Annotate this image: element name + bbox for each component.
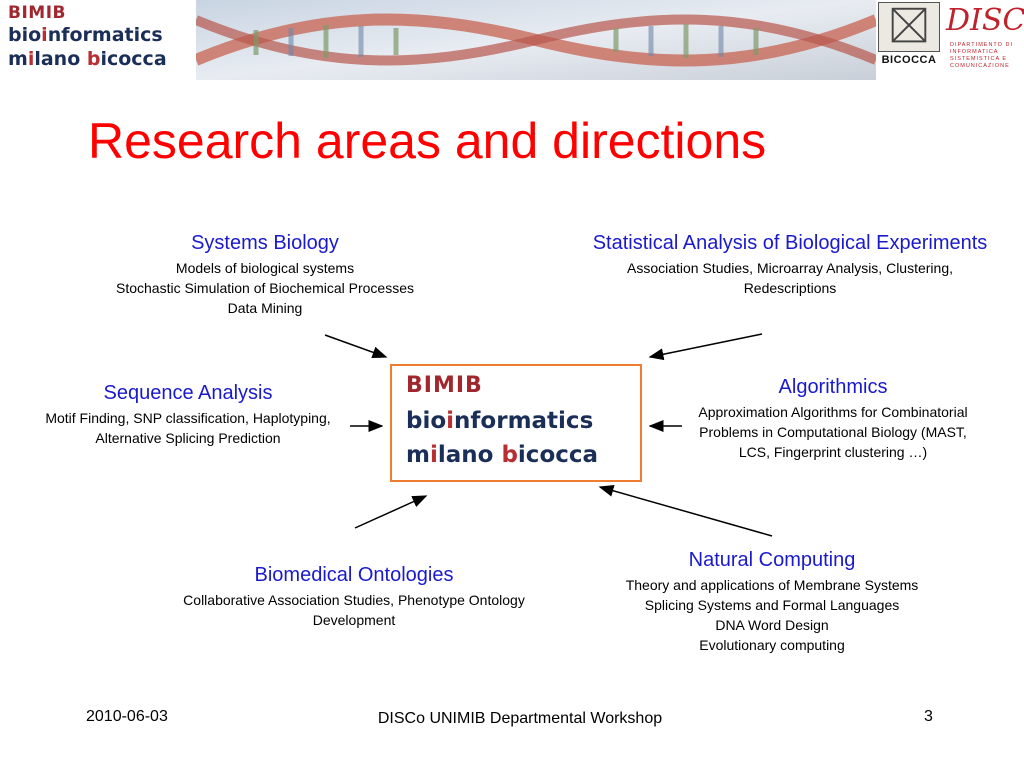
area-line: Theory and applications of Membrane Syst… <box>625 577 919 593</box>
area-heading: Statistical Analysis of Biological Exper… <box>592 232 988 254</box>
disco-logo: DISCo DIPARTIMENTO DI INFORMATICA SISTEM… <box>944 3 1024 78</box>
logo-line-bioinformatics: bioinformatics <box>8 24 163 46</box>
arrow-statistical-analysis <box>648 333 763 361</box>
area-heading: Natural Computing <box>688 549 856 571</box>
university-logo: BICOCCA <box>878 2 940 76</box>
area-statistical-analysis: Statistical Analysis of Biological Exper… <box>586 228 994 298</box>
footer-event: DISCo UNIMIB Departmental Workshop <box>377 710 663 727</box>
area-heading: Sequence Analysis <box>103 382 273 404</box>
area-line: DNA Word Design <box>715 617 829 633</box>
center-bimib-logo: BIMIB bioinformatics milano bicocca <box>390 364 642 482</box>
arrow-biomedical-ontologies <box>354 495 428 529</box>
arrow-natural-computing <box>598 484 773 537</box>
area-line: Models of biological systems <box>175 260 355 276</box>
area-line: Splicing Systems and Formal Languages <box>644 597 900 613</box>
footer-page-number: 3 <box>924 708 933 725</box>
university-seal-icon <box>878 2 940 52</box>
area-natural-computing: Natural Computing Theory and application… <box>572 545 972 655</box>
center-logo-line-milanobicocca: milano bicocca <box>406 442 599 468</box>
area-line: Stochastic Simulation of Biochemical Pro… <box>115 280 415 296</box>
area-line: Collaborative Association Studies, Pheno… <box>183 592 525 628</box>
slide-title: Research areas and directions <box>88 113 767 169</box>
logo-line-milanobicocca: milano bicocca <box>8 48 167 70</box>
area-line: Motif Finding, SNP classification, Haplo… <box>45 410 331 446</box>
area-heading: Biomedical Ontologies <box>254 564 454 586</box>
area-line: Association Studies, Microarray Analysis… <box>626 260 954 296</box>
disco-mark: DISCo <box>946 3 1024 38</box>
area-line: Approximation Algorithms for Combinatori… <box>698 404 968 460</box>
area-algorithmics: Algorithmics Approximation Algorithms fo… <box>684 372 982 462</box>
area-sequence-analysis: Sequence Analysis Motif Finding, SNP cla… <box>38 378 338 448</box>
logo-line-bimib: BIMIB <box>8 3 66 23</box>
center-logo-line-bimib: BIMIB <box>406 373 483 398</box>
area-heading: Systems Biology <box>191 232 339 254</box>
university-label: BICOCCA <box>881 54 937 66</box>
center-logo-line-bioinformatics: bioinformatics <box>406 408 594 434</box>
area-heading: Algorithmics <box>778 376 888 398</box>
footer-date: 2010-06-03 <box>86 708 168 725</box>
arrow-systems-biology <box>324 334 388 359</box>
area-biomedical-ontologies: Biomedical Ontologies Collaborative Asso… <box>156 560 552 630</box>
disco-subtitle: DIPARTIMENTO DI INFORMATICA SISTEMISTICA… <box>950 42 1013 69</box>
bimib-logo: BIMIB bioinformatics milano bicocca <box>8 4 188 76</box>
area-line: Evolutionary computing <box>699 637 845 653</box>
dna-banner-image <box>196 0 876 80</box>
area-systems-biology: Systems Biology Models of biological sys… <box>60 228 470 318</box>
area-line: Data Mining <box>227 300 303 316</box>
header-banner: BIMIB bioinformatics milano bicocca BICO… <box>0 0 1024 82</box>
